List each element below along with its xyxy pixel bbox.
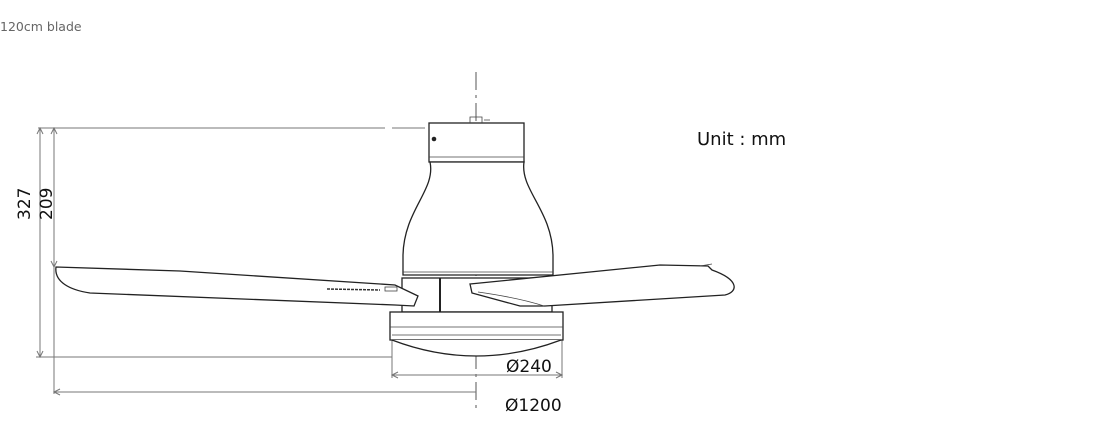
fan-body bbox=[389, 116, 564, 357]
dim-total-height: 327 bbox=[15, 188, 35, 220]
dim-light-diameter: Ø240 bbox=[506, 357, 552, 377]
dim-sweep-diameter: Ø1200 bbox=[505, 396, 562, 416]
unit-label: Unit : mm bbox=[697, 129, 786, 150]
right-blade bbox=[469, 264, 735, 307]
left-blade bbox=[55, 266, 419, 307]
dim-blade-height: 209 bbox=[37, 188, 57, 220]
dimension-lines bbox=[36, 126, 564, 396]
caption: 120cm blade bbox=[0, 19, 82, 34]
